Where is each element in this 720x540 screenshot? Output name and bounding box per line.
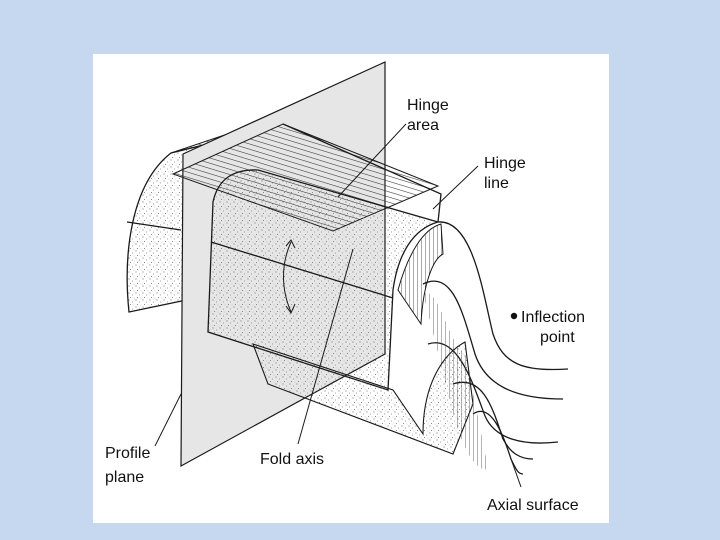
fold-diagram: Hinge area Hinge line Inflection point P…: [105, 61, 590, 514]
inflection-point-label-line1: Inflection: [521, 309, 585, 326]
fold-layer-5: [472, 411, 524, 475]
fold-layer-4: [452, 381, 534, 460]
fold-axis-leader: [297, 248, 354, 445]
axial-surface-leader: [510, 458, 522, 488]
hinge-line: [210, 241, 394, 299]
inflection-point-label: Inflection point: [521, 309, 590, 346]
rotation-arrow: [283, 241, 292, 313]
inflection-point-marker: [510, 312, 518, 320]
hinge-line-label: Hinge line: [484, 155, 530, 192]
hinge-area-leader: [337, 123, 407, 198]
profile-plane-leader: [154, 393, 182, 447]
rotation-arrowhead-bottom: [285, 303, 296, 315]
hinge-line-leader: [432, 165, 479, 210]
fold-main-surface: [207, 169, 441, 391]
profile-plane-label: Profile plane: [105, 445, 155, 486]
hinge-line-back: [126, 221, 182, 231]
profile-plane-label-line2: plane: [105, 469, 144, 486]
hinge-area-label-line2: area: [407, 117, 439, 134]
axial-surface-hatch: [423, 292, 488, 470]
hinge-line-label-line1: Hinge: [484, 155, 526, 172]
hinge-area-label-line1: Hinge: [407, 97, 449, 114]
profile-plane-label-line1: Profile: [105, 445, 150, 462]
fold-layer-1: [437, 221, 569, 371]
fold-layer-2: [422, 280, 564, 400]
fold-axis-label: Fold axis: [260, 451, 324, 468]
fold-diagram-figure: Hinge area Hinge line Inflection point P…: [93, 54, 609, 523]
crest-hatch: [397, 223, 444, 326]
hinge-area-edge: [282, 123, 442, 223]
axial-surface-label: Axial surface: [487, 497, 579, 514]
inflection-point-label-line2: point: [540, 329, 575, 346]
rotation-arrowhead-top: [285, 239, 296, 249]
hinge-area-label: Hinge area: [407, 97, 453, 134]
hinge-line-label-line2: line: [484, 175, 509, 192]
